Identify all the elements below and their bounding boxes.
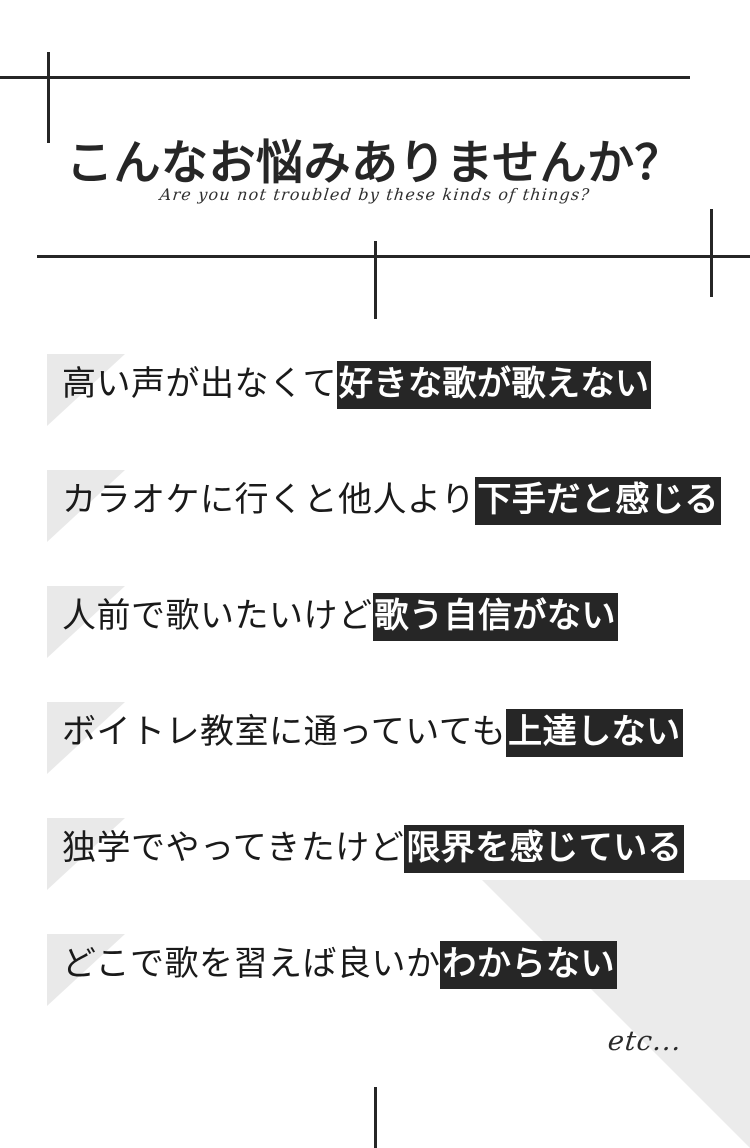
issue-highlight-text: 好きな歌が歌えない (336, 361, 652, 409)
issue-row: 独学でやってきたけど限界を感じている (0, 812, 750, 928)
issue-row: カラオケに行くと他人より下手だと感じる (0, 464, 750, 580)
page-title: こんなお悩みありませんか？ (66, 136, 683, 190)
issue-text: ボイトレ教室に通っていても上達しない (62, 708, 683, 757)
issue-text: カラオケに行くと他人より下手だと感じる (62, 476, 721, 525)
issue-plain-text: 高い声が出なくて (62, 365, 337, 403)
issue-accent-triangle (47, 586, 125, 658)
issue-row: 人前で歌いたいけど歌う自信がない (0, 580, 750, 696)
issue-highlight-text: わからない (440, 941, 617, 989)
header-right-tick (710, 209, 713, 297)
issue-plain-text: どこで歌を習えば良いか (62, 945, 441, 983)
issue-plain-text: 独学でやってきたけど (62, 829, 405, 867)
issue-accent-triangle (47, 702, 125, 774)
issue-accent-triangle (47, 818, 125, 890)
issue-plain-text: カラオケに行くと他人より (62, 481, 476, 519)
issue-text: どこで歌を習えば良いかわからない (62, 940, 617, 989)
header-section: こんなお悩みありませんか？ Are you not troubled by th… (0, 0, 750, 330)
issue-text: 独学でやってきたけど限界を感じている (62, 824, 685, 873)
corner-triangle-decoration (482, 880, 750, 1148)
issue-row: 高い声が出なくて好きな歌が歌えない (0, 348, 750, 464)
issue-row: ボイトレ教室に通っていても上達しない (0, 696, 750, 812)
issue-plain-text: ボイトレ教室に通っていても (62, 713, 507, 751)
issue-row: どこで歌を習えば良いかわからない (0, 928, 750, 1044)
issue-accent-triangle (47, 354, 125, 426)
issue-highlight-text: 限界を感じている (404, 825, 685, 873)
issue-highlight-text: 下手だと感じる (475, 477, 721, 525)
issue-highlight-text: 歌う自信がない (372, 593, 618, 641)
issue-plain-text: 人前で歌いたいけど (62, 597, 373, 635)
etc-label: etc... (606, 1026, 684, 1057)
header-center-tick (374, 241, 377, 319)
header-top-rule (0, 76, 690, 79)
issue-text: 人前で歌いたいけど歌う自信がない (62, 592, 618, 641)
page-subtitle: Are you not troubled by these kinds of t… (158, 185, 592, 204)
issue-text: 高い声が出なくて好きな歌が歌えない (62, 360, 652, 409)
issue-highlight-text: 上達しない (506, 709, 683, 757)
header-bottom-rule (37, 255, 750, 258)
issue-accent-triangle (47, 470, 125, 542)
footer-center-tick (374, 1087, 377, 1148)
issue-accent-triangle (47, 934, 125, 1006)
issue-list: 高い声が出なくて好きな歌が歌えない カラオケに行くと他人より下手だと感じる 人前… (0, 348, 750, 1044)
header-left-tick (47, 52, 50, 143)
